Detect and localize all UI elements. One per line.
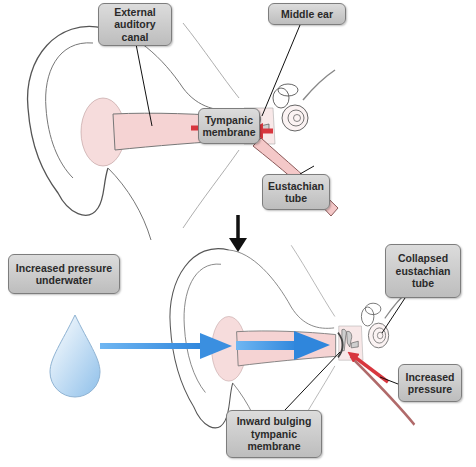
label-text: Increased pressure (402, 371, 458, 396)
label-text: Middle ear (281, 8, 333, 20)
label-text: Collapsed eustachian tube (389, 252, 457, 289)
leader-line (285, 352, 340, 410)
label-text: Increased pressure underwater (12, 262, 116, 287)
label-box: Increased pressure underwater (8, 254, 120, 294)
label-box: Collapsed eustachian tube (385, 244, 461, 298)
leader-line (380, 377, 398, 384)
label-box: Inward bulging tympanic membrane (226, 410, 322, 458)
label-box: External auditory canal (98, 3, 172, 46)
water-pressure-arrowhead (294, 331, 330, 360)
leader-line (382, 298, 405, 333)
leader-line (135, 39, 152, 126)
label-text: Inward bulging tympanic membrane (230, 415, 318, 452)
ear-drawing (28, 23, 335, 240)
label-text: External auditory canal (102, 6, 168, 43)
eustachian-tube-open (253, 138, 338, 216)
normal-ear (28, 23, 338, 240)
label-box: Eustachian tube (262, 174, 330, 210)
leader-line (262, 25, 300, 116)
label-box: Middle ear (268, 3, 346, 25)
label-text: Tympanic membrane (202, 114, 256, 139)
label-box: Tympanic membrane (198, 108, 260, 144)
label-text: Eustachian tube (266, 180, 326, 205)
water-pressure-arrowhead (200, 333, 232, 359)
down-arrow-shaft (236, 215, 240, 240)
leader-line (300, 166, 314, 174)
down-arrow-head (229, 238, 247, 252)
water-pressure-arrow (236, 341, 298, 350)
water-drop (50, 315, 100, 397)
label-box: Increased pressure (398, 364, 462, 402)
water-pressure-arrow (100, 343, 204, 349)
